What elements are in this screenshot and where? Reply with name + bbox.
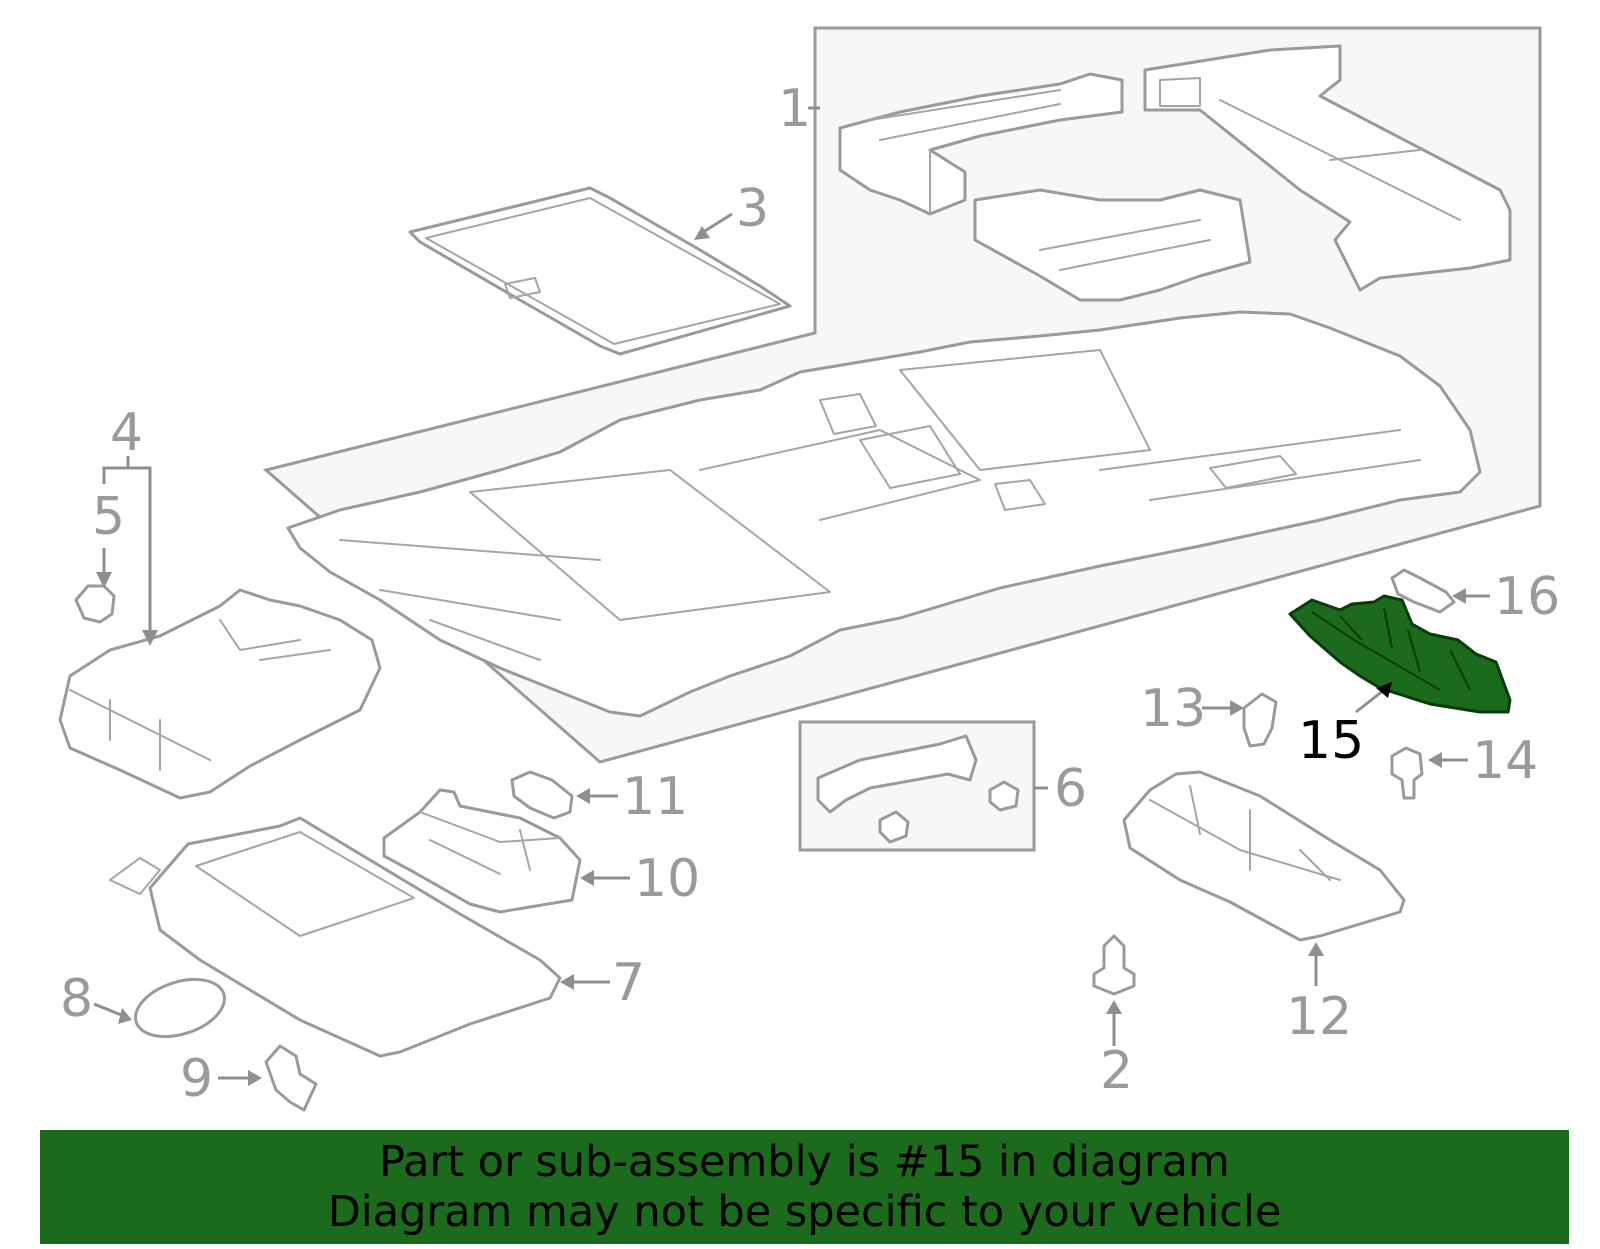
callout-12: 12	[1286, 987, 1352, 1047]
banner-line-2: Diagram may not be specific to your vehi…	[327, 1187, 1282, 1237]
banner-line-1: Part or sub-assembly is #15 in diagram	[379, 1137, 1230, 1187]
callout-6: 6	[1054, 759, 1087, 819]
callout-13: 13	[1140, 679, 1206, 739]
callout-10: 10	[634, 849, 700, 909]
callout-2: 2	[1100, 1041, 1133, 1101]
callout-11: 11	[622, 767, 688, 827]
callout-4: 4	[110, 403, 143, 463]
cover-8	[134, 977, 226, 1039]
clip-13	[1242, 692, 1278, 748]
sun-visor-7	[109, 816, 562, 1058]
callout-7: 7	[612, 953, 645, 1013]
overhead-console-4	[58, 588, 382, 800]
info-banner: Part or sub-assembly is #15 in diagram D…	[40, 1130, 1569, 1244]
lamp-housing-10	[382, 788, 582, 914]
leader-lines	[93, 106, 1490, 1086]
bulb-14	[1390, 746, 1424, 800]
bulb-11	[510, 770, 574, 820]
callout-5: 5	[92, 487, 125, 547]
sunshade-panel-3	[408, 186, 792, 356]
callout-1: 1	[778, 79, 811, 139]
bolt-2	[1092, 934, 1136, 996]
callout-3: 3	[736, 179, 769, 239]
assist-grip-6	[816, 734, 1020, 844]
lamp-housing-12	[1122, 770, 1406, 942]
callout-16: 16	[1494, 567, 1560, 627]
air-duct-parts	[838, 44, 1512, 302]
clip-9	[264, 1044, 318, 1112]
highlighted-part-15[interactable]	[1288, 594, 1512, 714]
callout-15: 15	[1298, 711, 1364, 771]
callout-9: 9	[180, 1049, 213, 1109]
callout-labels: 1 2 3 4 5 6 7 8 9 10 11 12 13 14 15 16	[60, 79, 1560, 1109]
callout-14: 14	[1472, 731, 1538, 791]
bulb-16	[1390, 568, 1456, 614]
headliner-panel	[286, 310, 1482, 718]
clip-5	[74, 584, 116, 624]
callout-8: 8	[60, 969, 93, 1029]
